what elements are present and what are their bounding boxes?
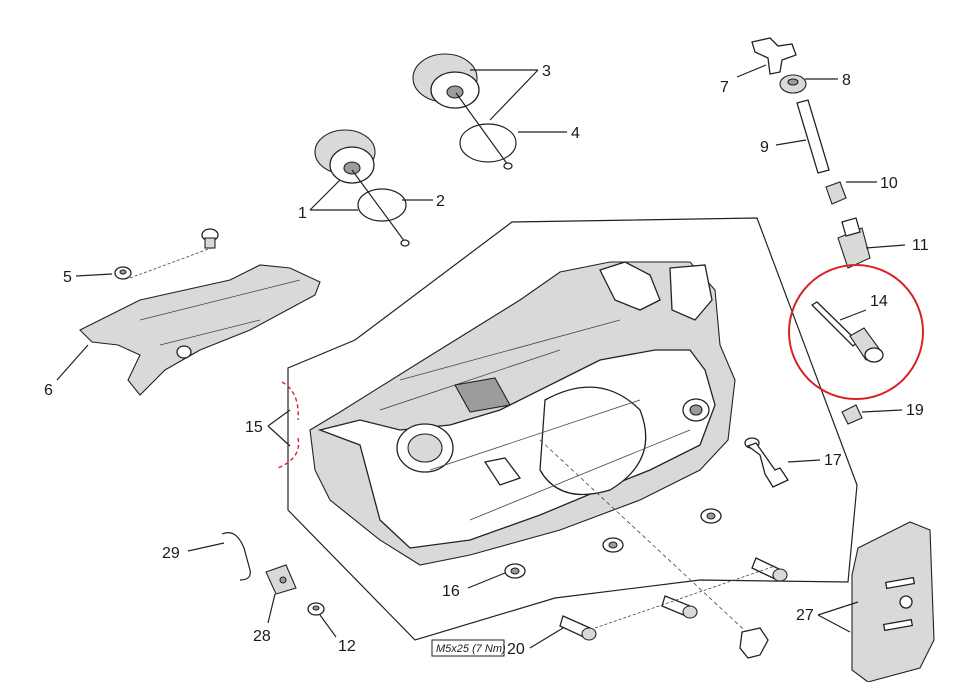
tube-9 bbox=[796, 99, 830, 174]
bushing-mid bbox=[602, 537, 624, 553]
plug-19 bbox=[841, 404, 863, 425]
callout-28: 28 bbox=[253, 628, 271, 645]
screw-20b bbox=[661, 595, 698, 619]
cap-assembly-lower bbox=[314, 129, 410, 247]
screw-20c bbox=[751, 557, 788, 582]
screw-upper bbox=[201, 228, 219, 249]
callout-14: 14 bbox=[870, 293, 888, 310]
callout-16: 16 bbox=[442, 583, 460, 600]
fitting-10 bbox=[825, 181, 847, 205]
callout-20: 20 bbox=[507, 641, 525, 658]
callout-3: 3 bbox=[542, 63, 551, 80]
crankcase-boundary bbox=[287, 217, 858, 641]
bracket bbox=[739, 627, 769, 659]
callout-9: 9 bbox=[760, 139, 769, 156]
elbow-fitting-7 bbox=[751, 37, 797, 75]
callout-10: 10 bbox=[880, 175, 898, 192]
cover-plate-6 bbox=[79, 264, 321, 396]
callout-6: 6 bbox=[44, 382, 53, 399]
clip-28 bbox=[265, 564, 297, 595]
highlight-circle-14 bbox=[788, 264, 924, 400]
callout-8: 8 bbox=[842, 72, 851, 89]
guard-27 bbox=[851, 521, 935, 682]
torque-spec-box bbox=[431, 639, 505, 657]
bushing-16 bbox=[504, 563, 526, 579]
callout-5: 5 bbox=[63, 269, 72, 286]
grommet-8 bbox=[779, 74, 807, 94]
cap-assembly-upper bbox=[412, 53, 517, 170]
bolt-17 bbox=[744, 437, 789, 488]
callout-17: 17 bbox=[824, 452, 842, 469]
callout-11: 11 bbox=[912, 237, 929, 254]
callout-1: 1 bbox=[298, 205, 307, 222]
torque-spec-label: M5x25 (7 Nm) bbox=[436, 643, 506, 655]
screw-20a bbox=[559, 615, 597, 641]
callout-19: 19 bbox=[906, 402, 924, 419]
bushing-right bbox=[700, 508, 722, 524]
callout-4: 4 bbox=[571, 125, 580, 142]
crankcase bbox=[309, 261, 736, 566]
filter-11 bbox=[837, 217, 871, 269]
section-marker-upper bbox=[281, 381, 299, 421]
callout-7: 7 bbox=[720, 79, 729, 96]
pin-14 bbox=[810, 301, 884, 363]
screw-12 bbox=[307, 602, 325, 616]
callout-2: 2 bbox=[436, 193, 445, 210]
spring-29 bbox=[221, 532, 251, 581]
callout-12: 12 bbox=[338, 638, 356, 655]
screw-5 bbox=[114, 246, 215, 280]
leader-lines bbox=[56, 64, 906, 649]
callout-15: 15 bbox=[245, 419, 263, 436]
callout-27: 27 bbox=[796, 607, 814, 624]
section-marker-lower bbox=[277, 437, 300, 469]
callout-29: 29 bbox=[162, 545, 180, 562]
